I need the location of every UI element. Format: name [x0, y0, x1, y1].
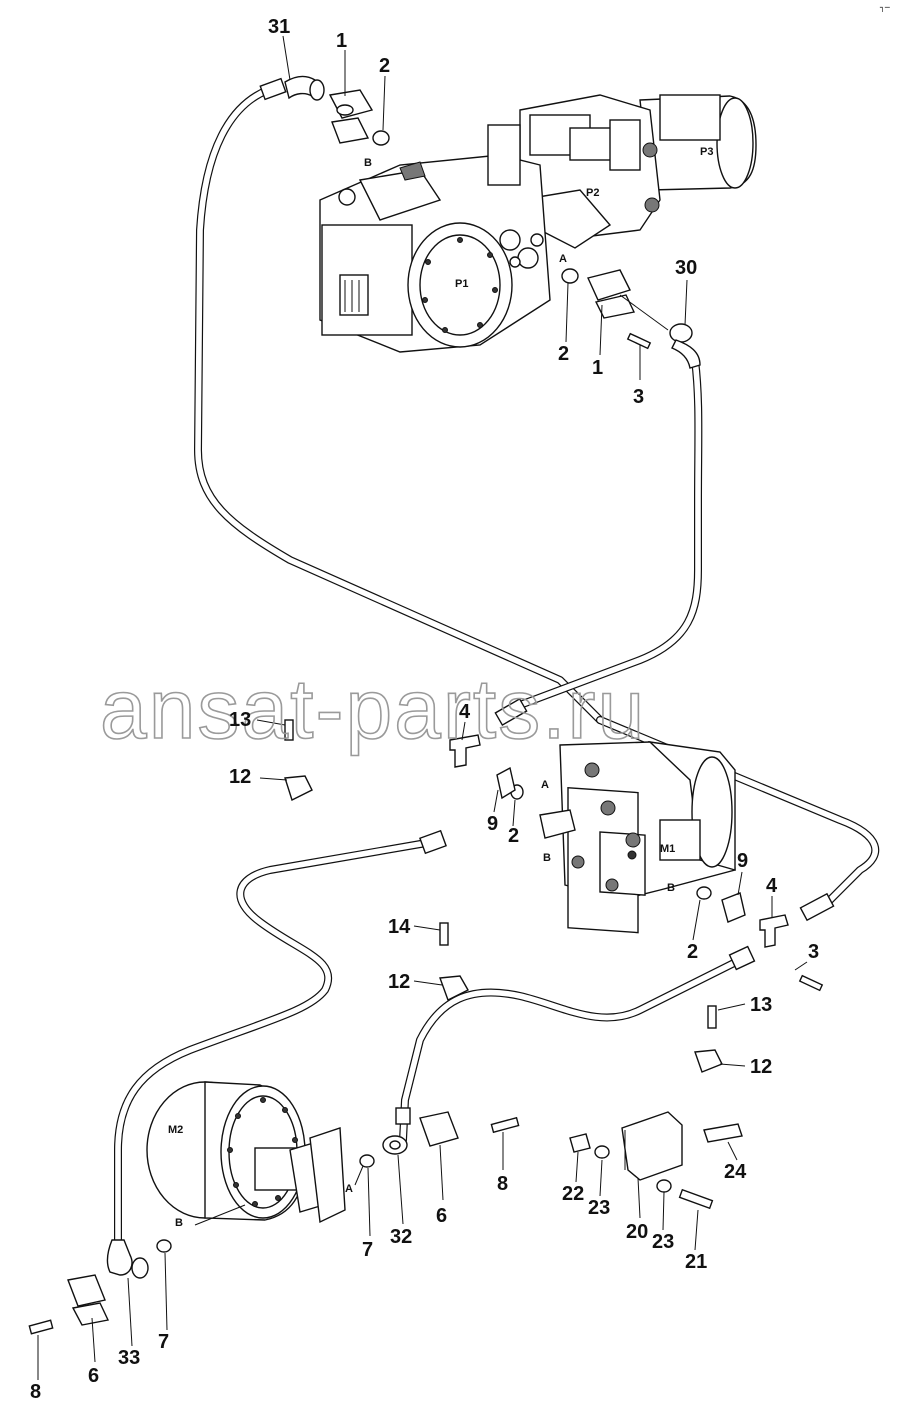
port-a-p1: A [559, 253, 567, 265]
callout-7-mid: 7 [362, 1239, 373, 1261]
callout-8-left: 8 [30, 1381, 41, 1403]
port-a-m2: A [345, 1183, 353, 1195]
callout-12-mid: 12 [388, 971, 410, 993]
port-b-m1-right: B [667, 882, 675, 894]
callout-20: 20 [626, 1221, 648, 1243]
port-a-m1: A [541, 779, 549, 791]
callout-4-left: 4 [459, 701, 471, 723]
hose-fittings [106, 75, 835, 1279]
hose-32 [399, 956, 744, 1144]
hose-33 [114, 838, 436, 1244]
callout-2-pump: 2 [558, 343, 569, 365]
callout-23-left: 23 [588, 1197, 610, 1219]
hose-30 [516, 356, 703, 709]
callout-33: 33 [118, 1347, 140, 1369]
small-parts [28, 89, 824, 1335]
label-p1: P1 [455, 278, 468, 290]
callout-1-top: 1 [336, 30, 347, 52]
callout-3-right: 3 [808, 941, 819, 963]
callout-30: 30 [675, 257, 697, 279]
callout-4-right: 4 [766, 875, 778, 897]
callout-2-top: 2 [379, 55, 390, 77]
callout-32: 32 [390, 1226, 412, 1248]
port-b-m2: B [175, 1217, 183, 1229]
callout-6-left: 6 [88, 1365, 99, 1387]
port-b-m1-left: B [543, 852, 551, 864]
callout-9-left: 9 [487, 813, 498, 835]
callout-2-m1-right: 2 [687, 941, 698, 963]
label-p2: P2 [586, 187, 599, 199]
label-p3: P3 [700, 146, 713, 158]
label-m1: M1 [660, 843, 675, 855]
label-m2: M2 [168, 1124, 183, 1136]
callout-21: 21 [685, 1251, 707, 1273]
callout-12-left: 12 [229, 766, 251, 788]
callout-9-right: 9 [737, 850, 748, 872]
leader-lines [37, 35, 808, 1380]
callout-24: 24 [724, 1161, 747, 1183]
callout-1-pump: 1 [592, 357, 603, 379]
callout-8-mid: 8 [497, 1173, 508, 1195]
p1-bolt-circle [422, 237, 498, 333]
callout-2-m1-left: 2 [508, 825, 519, 847]
hose-31 [194, 86, 880, 912]
callout-23-right: 23 [652, 1231, 674, 1253]
callout-31: 31 [268, 16, 290, 38]
corner-mark: ┐─ [879, 3, 890, 13]
callout-6-mid: 6 [436, 1205, 447, 1227]
callout-14: 14 [388, 916, 411, 938]
callout-13-left: 13 [229, 709, 251, 731]
port-labels: B A A B B A B [175, 157, 675, 1229]
motor-m1-assembly [539, 740, 736, 934]
motor-labels: P1 P2 P3 M1 M2 [168, 146, 713, 1136]
watermark: ansat-parts.ru [100, 662, 646, 756]
callout-13-right: 13 [750, 994, 772, 1016]
callout-12-right: 12 [750, 1056, 772, 1078]
port-b-p1: B [364, 157, 372, 169]
callout-7-left: 7 [158, 1331, 169, 1353]
callout-22: 22 [562, 1183, 584, 1205]
motor-m2-assembly [146, 1081, 346, 1224]
callout-3-pump: 3 [633, 386, 644, 408]
part-callouts: 31 1 2 30 2 1 3 13 4 12 9 2 9 4 2 3 14 1… [30, 16, 819, 1403]
pump-assembly [319, 94, 757, 353]
